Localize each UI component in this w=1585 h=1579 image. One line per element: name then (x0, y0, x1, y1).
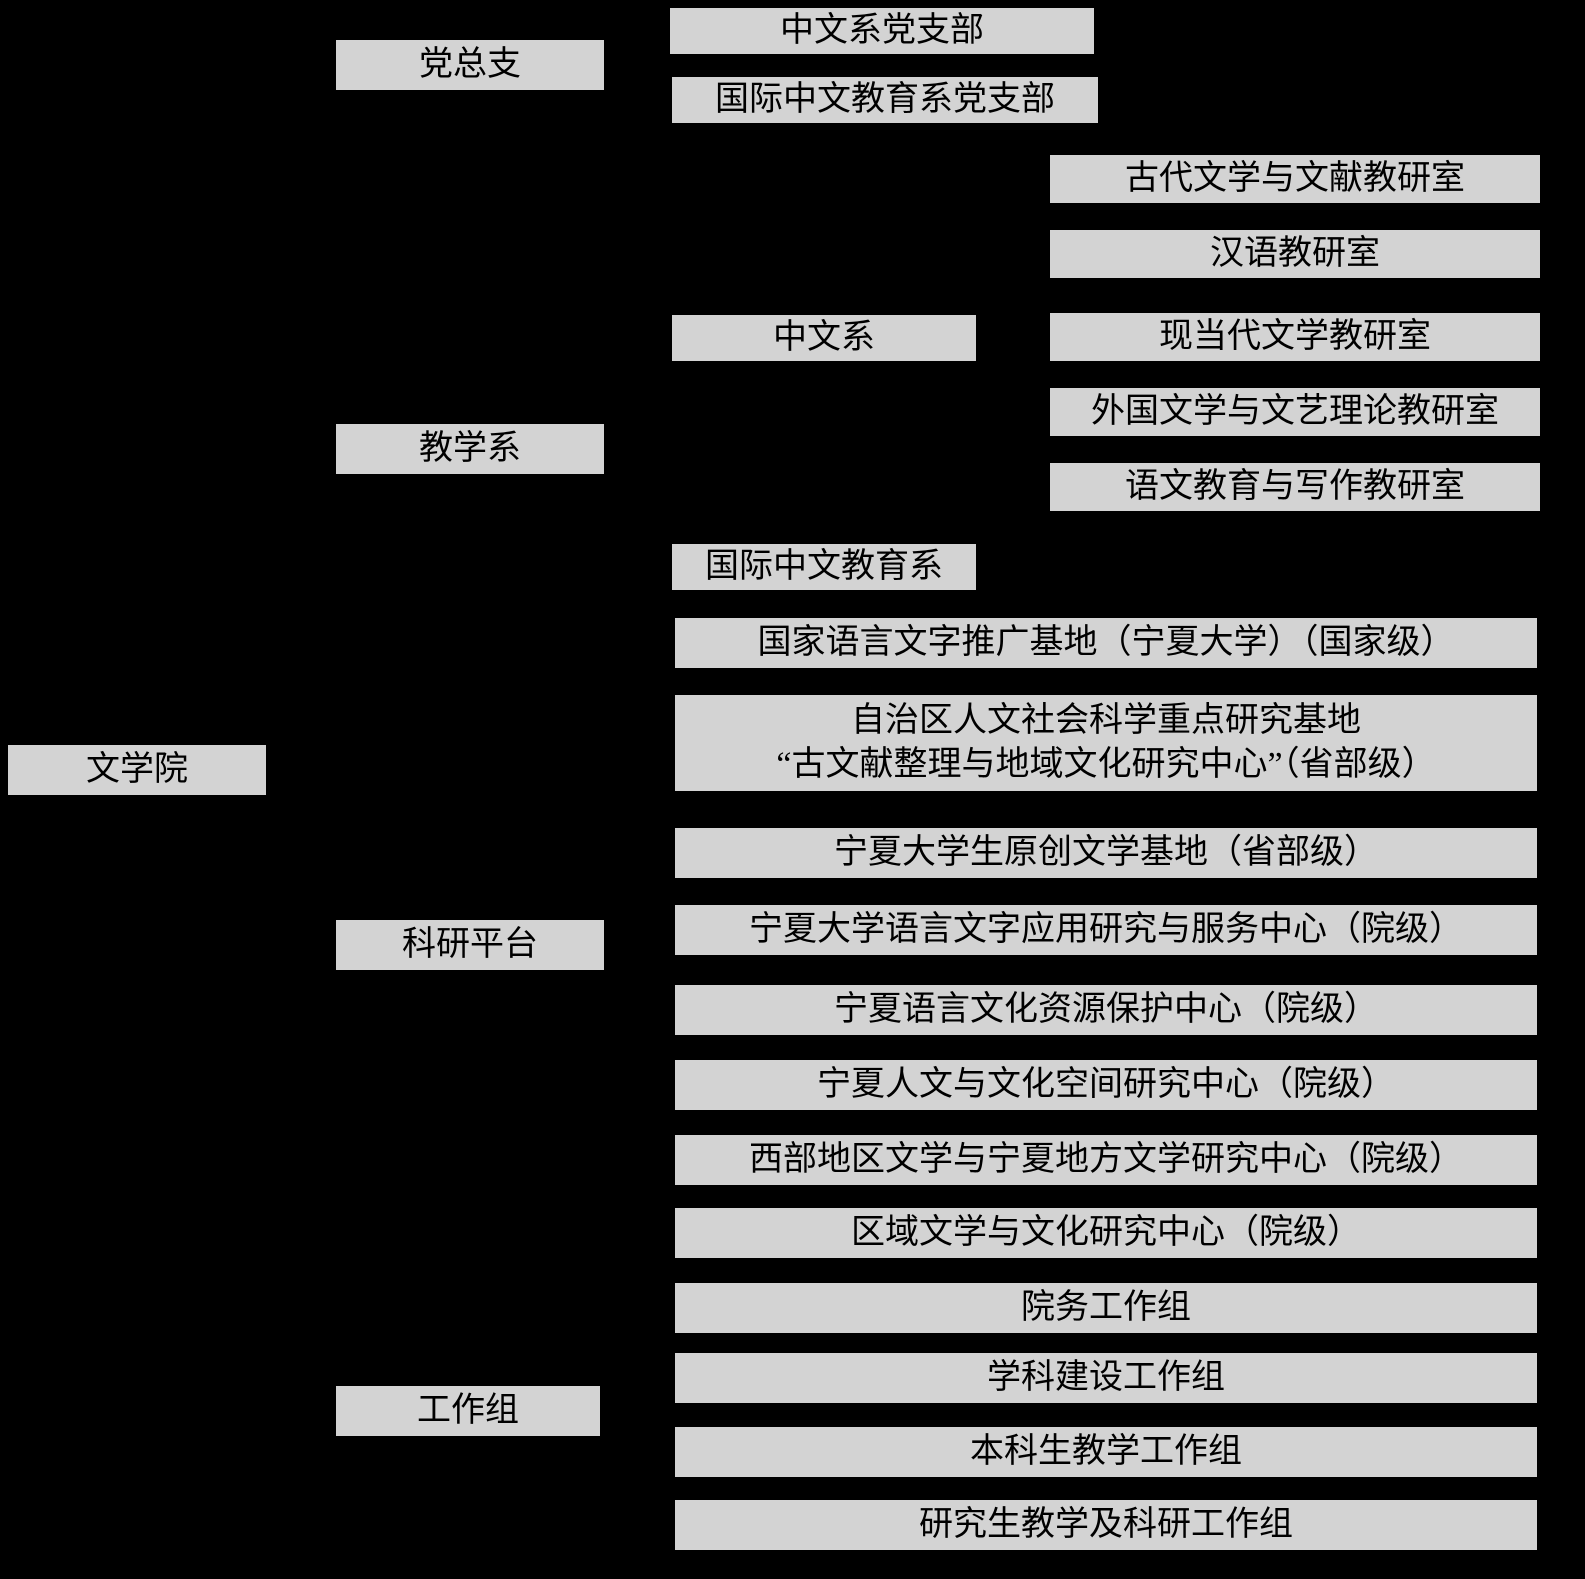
node-regional-key-research-base: 自治区人文社会科学重点研究基地 “古文献整理与地域文化研究中心”（省部级） (675, 695, 1537, 791)
node-western-literature-research-center: 西部地区文学与宁夏地方文学研究中心（院级） (675, 1135, 1537, 1185)
node-chinese-department: 中文系 (672, 315, 976, 361)
node-undergraduate-teaching-group: 本科生教学工作组 (675, 1427, 1537, 1477)
node-foreign-literature-theory-office: 外国文学与文艺理论教研室 (1050, 388, 1540, 436)
node-language-culture-resource-center: 宁夏语言文化资源保护中心（院级） (675, 985, 1537, 1035)
node-national-language-promotion-base: 国家语言文字推广基地（宁夏大学）（国家级） (675, 618, 1537, 668)
node-regional-literature-culture-center: 区域文学与文化研究中心（院级） (675, 1208, 1537, 1258)
node-discipline-construction-group: 学科建设工作组 (675, 1353, 1537, 1403)
node-student-original-literature-base: 宁夏大学生原创文学基地（省部级） (675, 828, 1537, 878)
node-chinese-language-office: 汉语教研室 (1050, 230, 1540, 278)
node-modern-literature-office: 现当代文学教研室 (1050, 313, 1540, 361)
node-working-groups: 工作组 (336, 1386, 600, 1436)
node-school-of-literature: 文学院 (8, 745, 266, 795)
node-graduate-teaching-research-group: 研究生教学及科研工作组 (675, 1500, 1537, 1550)
node-language-application-research-center: 宁夏大学语言文字应用研究与服务中心（院级） (675, 905, 1537, 955)
node-intl-chinese-education-party-branch: 国际中文教育系党支部 (672, 77, 1098, 123)
node-college-affairs-group: 院务工作组 (675, 1283, 1537, 1333)
node-teaching-departments: 教学系 (336, 424, 604, 474)
node-ancient-literature-office: 古代文学与文献教研室 (1050, 155, 1540, 203)
node-humanities-cultural-space-center: 宁夏人文与文化空间研究中心（院级） (675, 1060, 1537, 1110)
node-chinese-dept-party-branch: 中文系党支部 (670, 8, 1094, 54)
node-language-education-writing-office: 语文教育与写作教研室 (1050, 463, 1540, 511)
node-party-general-branch: 党总支 (336, 40, 604, 90)
node-research-platforms: 科研平台 (336, 920, 604, 970)
node-intl-chinese-education-department: 国际中文教育系 (672, 544, 976, 590)
